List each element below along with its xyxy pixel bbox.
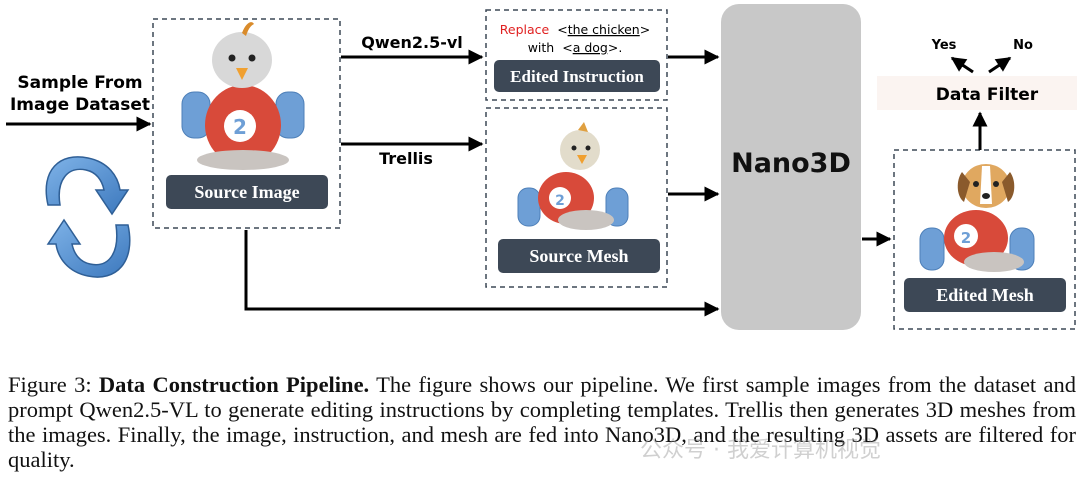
edited-mesh-dog-toy-image: 2 bbox=[919, 164, 1035, 272]
source-mesh-toy-image: 2 bbox=[517, 122, 629, 230]
edited-instruction-badge bbox=[494, 60, 660, 92]
new-object: a dog bbox=[573, 40, 608, 55]
cycle-arrows-icon bbox=[45, 156, 131, 278]
instruction-line2: with <a dog>. bbox=[528, 40, 623, 55]
chicken-toy-number: 2 bbox=[233, 115, 247, 139]
input-label-line2: Image Dataset bbox=[10, 95, 150, 115]
edited-mesh-badge bbox=[904, 278, 1066, 312]
nano3d-label: Nano3D bbox=[731, 148, 851, 179]
qwen-label: Qwen2.5-vl bbox=[361, 33, 463, 52]
source-mesh-toy-number: 2 bbox=[555, 193, 565, 209]
edited-mesh-label: Edited Mesh bbox=[936, 285, 1034, 305]
trellis-label: Trellis bbox=[379, 149, 433, 168]
chicken-toy-image: 2 bbox=[181, 22, 305, 170]
nano3d-model-block bbox=[721, 4, 861, 330]
input-label-line1: Sample From bbox=[17, 73, 142, 93]
data-filter-label: Data Filter bbox=[936, 85, 1039, 105]
instruction-line1: Replace <the chicken> bbox=[500, 22, 650, 37]
data-filter-box bbox=[877, 76, 1077, 110]
yes-arrow bbox=[950, 56, 974, 74]
source-image-badge bbox=[166, 175, 328, 209]
caption-figure-label: Figure 3: bbox=[8, 372, 92, 397]
edited-instruction-label: Edited Instruction bbox=[510, 67, 644, 86]
old-object: the chicken bbox=[568, 22, 640, 37]
no-label: No bbox=[1013, 38, 1033, 53]
source-mesh-label: Source Mesh bbox=[529, 246, 628, 266]
figure-caption: Figure 3: Data Construction Pipeline. Th… bbox=[8, 372, 1076, 472]
replace-word: Replace bbox=[500, 22, 550, 37]
no-arrow bbox=[988, 56, 1012, 74]
source-image-label: Source Image bbox=[194, 182, 299, 202]
caption-title: Data Construction Pipeline. bbox=[98, 372, 370, 397]
caption-text: The figure shows our pipeline. We first … bbox=[8, 372, 1076, 472]
source-mesh-badge bbox=[498, 239, 660, 273]
edited-mesh-toy-number: 2 bbox=[961, 229, 971, 247]
image-to-model-connector bbox=[244, 230, 720, 317]
yes-label: Yes bbox=[931, 38, 957, 53]
